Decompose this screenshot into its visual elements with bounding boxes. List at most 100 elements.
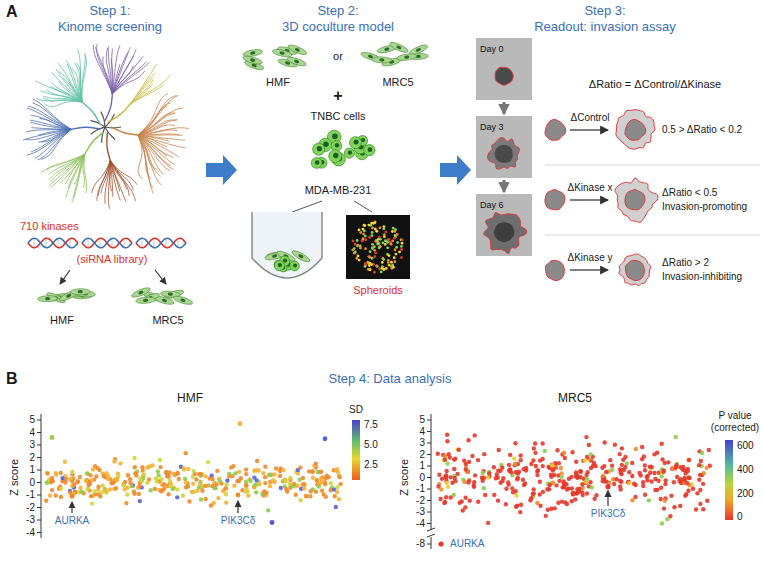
kinome-tree [97,161,110,201]
mrc5-scatter [684,492,688,496]
step-heading: 3D coculture model [282,20,394,35]
hmf-scatter [315,478,319,482]
mrc5-scatter [646,474,650,478]
mrc5-scatter [704,466,708,470]
spheroid-image [363,230,366,233]
mrc5-scatter [549,507,553,511]
sirna-helix [28,238,78,248]
spheroid-image [362,237,365,240]
hmf-scatter [50,479,54,483]
hmf-scatter [132,492,136,496]
fibroblast-cells [162,298,168,302]
mrc5-scatter [507,469,511,473]
fibroblast-cells [286,56,307,68]
spheroid-image [367,224,370,227]
hmf-scatter [128,481,132,485]
mrc5-scatter [587,443,591,447]
invasion-schematic [545,260,564,280]
fibroblast-cells [360,41,429,68]
sirna-helix [88,238,89,248]
text-label: ΔRatio = ΔControl/ΔKinase [589,78,721,91]
mrc5-scatter [653,488,657,492]
hmf-scatter [59,486,63,490]
hmf-scatter [159,489,163,493]
spheroid-image [359,247,362,250]
spheroid-image [394,260,397,263]
tnbc-cells [335,143,339,147]
mrc5-scatter [466,480,470,484]
hmf-scatter [44,499,48,503]
split-arrow [60,270,166,284]
mrc5-scatter [665,517,669,521]
mrc5-scatter [604,479,608,483]
tick-label: -3 [416,506,425,518]
text-label: HMF [266,76,290,89]
mrc5-scatter [518,510,522,514]
hmf-scatter [294,493,298,497]
kinome-tree [108,47,112,94]
hmf-scatter [263,481,267,485]
mrc5-scatter [698,473,702,477]
hmf-scatter [187,499,191,503]
kinome-tree [138,120,177,135]
invasion-schematic [545,190,565,210]
mrc5-scatter [627,470,631,474]
spheroid-image [364,238,367,241]
mrc5-scatter [660,521,664,525]
gene-label: PIK3Cδ [220,515,256,527]
text-label: + [333,87,342,105]
spheroid-image [398,250,401,253]
hmf-scatter [320,488,324,492]
hmf-scatter [166,492,170,496]
hmf-scatter [164,470,168,474]
hmf-scatter [254,490,258,494]
hmf-scatter [268,484,272,488]
fibroblast-cells [384,47,390,51]
kinome-tree [130,75,170,104]
spheroid-image [400,248,403,251]
mrc5-scatter [514,470,518,474]
spheroid-photo [484,213,527,254]
mrc5-scatter [486,521,490,525]
mrc5-scatter [452,467,456,471]
hmf-scatter [270,520,275,525]
mrc5-scatter [541,464,545,468]
kinome-tree [138,120,177,135]
hmf-scatter [323,436,328,441]
spheroid-image [389,242,392,245]
mrc5-scatter [518,458,522,462]
hmf-scatter [128,477,132,481]
hmf-scatter [302,486,306,490]
hmf-scatter [311,476,315,480]
hmf-scatter [329,481,333,485]
mrc5-scatter [577,487,581,491]
tnbc-cells [368,147,373,152]
spheroid-image [394,248,397,251]
culture-well [252,212,322,278]
hmf-scatter [198,482,202,486]
spheroid-image [346,215,410,279]
colorbar-tick: 5.0 [364,439,378,451]
spheroid-image [371,257,374,260]
mrc5-scatter [448,495,452,499]
invasion-schematic [625,190,645,210]
mrc5-scatter [470,454,474,458]
fibroblast-cells [242,55,263,66]
hmf-scatter [352,420,360,480]
mrc5-scatter [585,455,589,459]
culture-well [278,263,282,267]
tnbc-cells [315,160,320,165]
kinome-tree [111,127,138,135]
hmf-scatter [85,487,89,491]
culture-well [274,261,284,271]
mrc5-scatter [663,482,667,486]
spheroid-image [369,250,372,253]
spheroid-image [356,244,359,247]
invasion-schematic [570,129,608,131]
spheroid-photo [476,38,532,100]
spheroid-image [379,246,382,249]
sirna-helix [112,238,113,248]
spheroid-image [363,224,366,227]
hmf-scatter [97,468,101,472]
hmf-scatter [272,479,276,483]
